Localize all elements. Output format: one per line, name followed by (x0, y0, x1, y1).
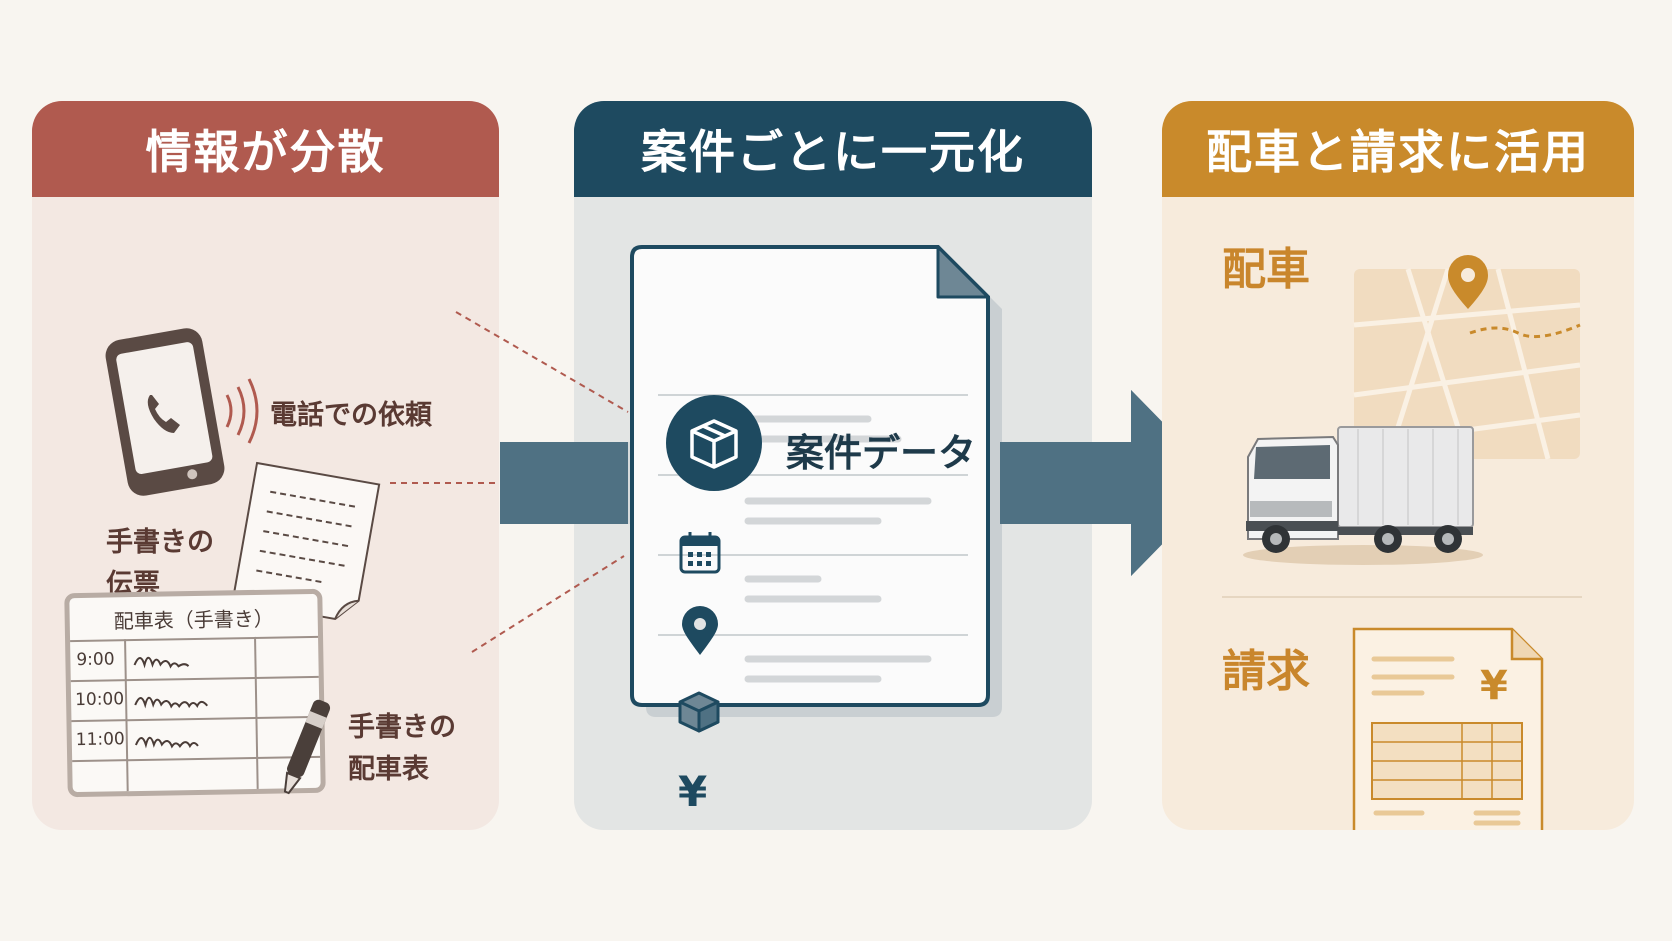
panel-title: 配車と請求に活用 (1162, 101, 1634, 197)
box-icon (666, 395, 762, 491)
utilization-panel: 配車と請求に活用 配車 (1162, 101, 1634, 830)
time-cell: 11:00 (75, 729, 125, 751)
panel-title: 情報が分散 (32, 101, 499, 197)
scattered-info-panel: 情報が分散 電話での依頼 手書きの 伝 (32, 101, 499, 830)
yen-icon: ¥ (1480, 663, 1508, 709)
divider (1222, 596, 1582, 598)
phone-icon (105, 328, 259, 496)
handwritten-dispatch-board: 配車表（手書き） 9:00 10:00 11:00 (64, 588, 326, 798)
package-icon (678, 691, 720, 733)
dispatch-label: 配車 (1222, 244, 1310, 295)
doc-title: 案件データ (786, 431, 977, 475)
location-pin-icon (682, 606, 718, 655)
dispatch-board-label: 手書きの 配車表 (348, 712, 456, 785)
panel-title: 案件ごとに一元化 (574, 101, 1092, 197)
truck-icon (1243, 426, 1483, 565)
invoice-document (1352, 627, 1544, 830)
yen-icon: ¥ (678, 767, 708, 816)
phone-request-label: 電話での依頼 (270, 400, 432, 431)
billing-label: 請求 (1222, 646, 1310, 697)
handwritten-slip-icon (231, 461, 381, 620)
time-cell: 10:00 (74, 689, 125, 711)
scribble-icon (133, 656, 209, 749)
time-cell: 9:00 (76, 649, 115, 671)
calendar-icon (679, 532, 721, 574)
board-title: 配車表（手書き） (113, 606, 274, 634)
marker-pen-icon (283, 699, 331, 795)
case-data-document (630, 245, 1002, 717)
centralized-panel: 案件ごとに一元化 案件データ (574, 101, 1092, 830)
